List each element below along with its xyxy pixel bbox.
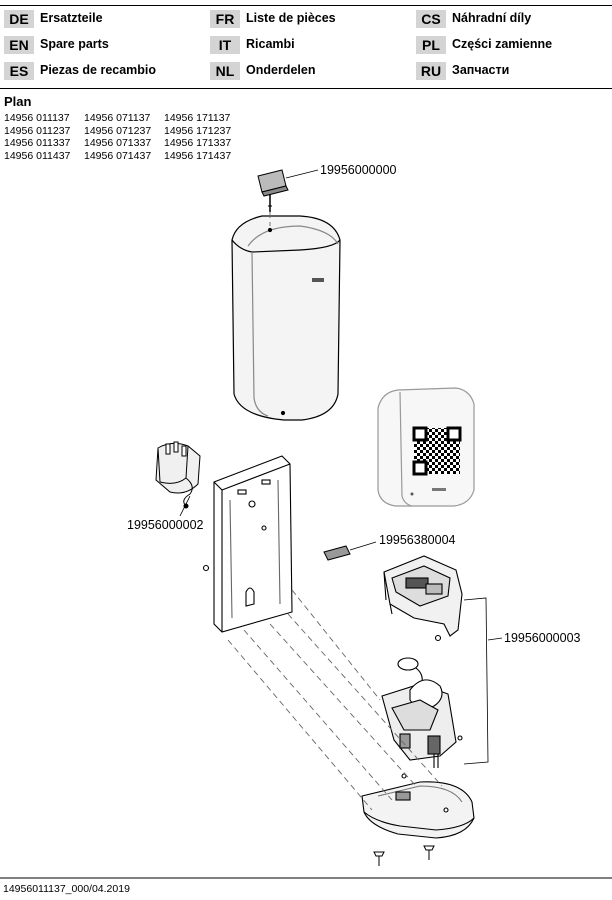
lang-code: FR (210, 10, 240, 28)
plan-number: 14956 071437 (84, 149, 152, 162)
lang-label: Onderdelen (246, 63, 316, 77)
lang-code: CS (416, 10, 446, 28)
lang-label: Ersatzteile (40, 11, 103, 25)
mounting-plate-part (202, 455, 293, 633)
lang-code: IT (210, 36, 240, 54)
plan-number: 14956 171137 (164, 112, 231, 124)
plan-number: 14956 011337 (4, 137, 71, 149)
lang-code: ES (4, 62, 34, 80)
pump-mechanism (381, 657, 463, 779)
header-bottom-rule (0, 88, 612, 89)
lang-code: NL (210, 62, 240, 80)
plan-number: 14956 171437 (164, 149, 232, 162)
plan-number: 14956 011437 (4, 149, 71, 162)
pump-top-housing (383, 555, 463, 642)
part-group-bracket (463, 597, 503, 765)
lang-label: Náhradní díly (452, 11, 532, 25)
screw-part (373, 845, 435, 866)
dispenser-housing (231, 215, 341, 421)
lang-code: DE (4, 10, 34, 28)
lang-label: Części zamienne (452, 37, 553, 51)
lang-label: Spare parts (40, 37, 109, 51)
plan-number: 14956 171237 (164, 124, 232, 137)
lang-label: Liste de pièces (246, 11, 336, 25)
leader-line (349, 541, 377, 551)
assembly-guide-lines (227, 212, 443, 811)
lang-code: EN (4, 36, 34, 54)
plan-number: 14956 011237 (4, 124, 71, 137)
sensor-window-part (323, 545, 351, 561)
part-number-key: 19956000000 (320, 163, 397, 177)
plan-number: 14956 071337 (84, 137, 152, 149)
plan-number: 14956 071237 (84, 124, 152, 137)
lang-label: Piezas de recambio (40, 63, 157, 77)
plan-number: 14956 071137 (84, 112, 151, 124)
plan-number: 14956 011137 (4, 112, 70, 124)
lang-code: PL (416, 36, 446, 54)
part-number-sensor-window: 19956380004 (379, 533, 456, 547)
lang-label: Запчасти (452, 63, 510, 77)
plan-number: 14956 171337 (164, 137, 232, 149)
key-part (257, 169, 289, 212)
bottom-cover-part (361, 781, 475, 839)
part-number-pump-assembly: 19956000003 (504, 631, 581, 645)
header-top-rule (0, 5, 612, 6)
lang-label: Ricambi (246, 37, 295, 51)
lang-code: RU (416, 62, 446, 80)
plan-number-list: 14956 011137 14956 071137 14956 171137 149… (4, 112, 264, 162)
leader-line (179, 495, 191, 517)
document-id: 14956011137_000/04.2019 (3, 883, 130, 895)
leader-line (285, 169, 319, 179)
dispenser-qr-view (377, 387, 475, 507)
plan-title: Plan (4, 94, 32, 109)
part-number-battery-pack: 19956000002 (127, 518, 204, 532)
battery-pack-part (155, 441, 201, 509)
